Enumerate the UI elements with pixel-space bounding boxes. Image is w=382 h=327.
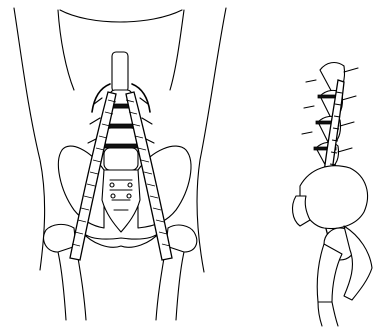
lateral-pelvis [293, 166, 372, 326]
